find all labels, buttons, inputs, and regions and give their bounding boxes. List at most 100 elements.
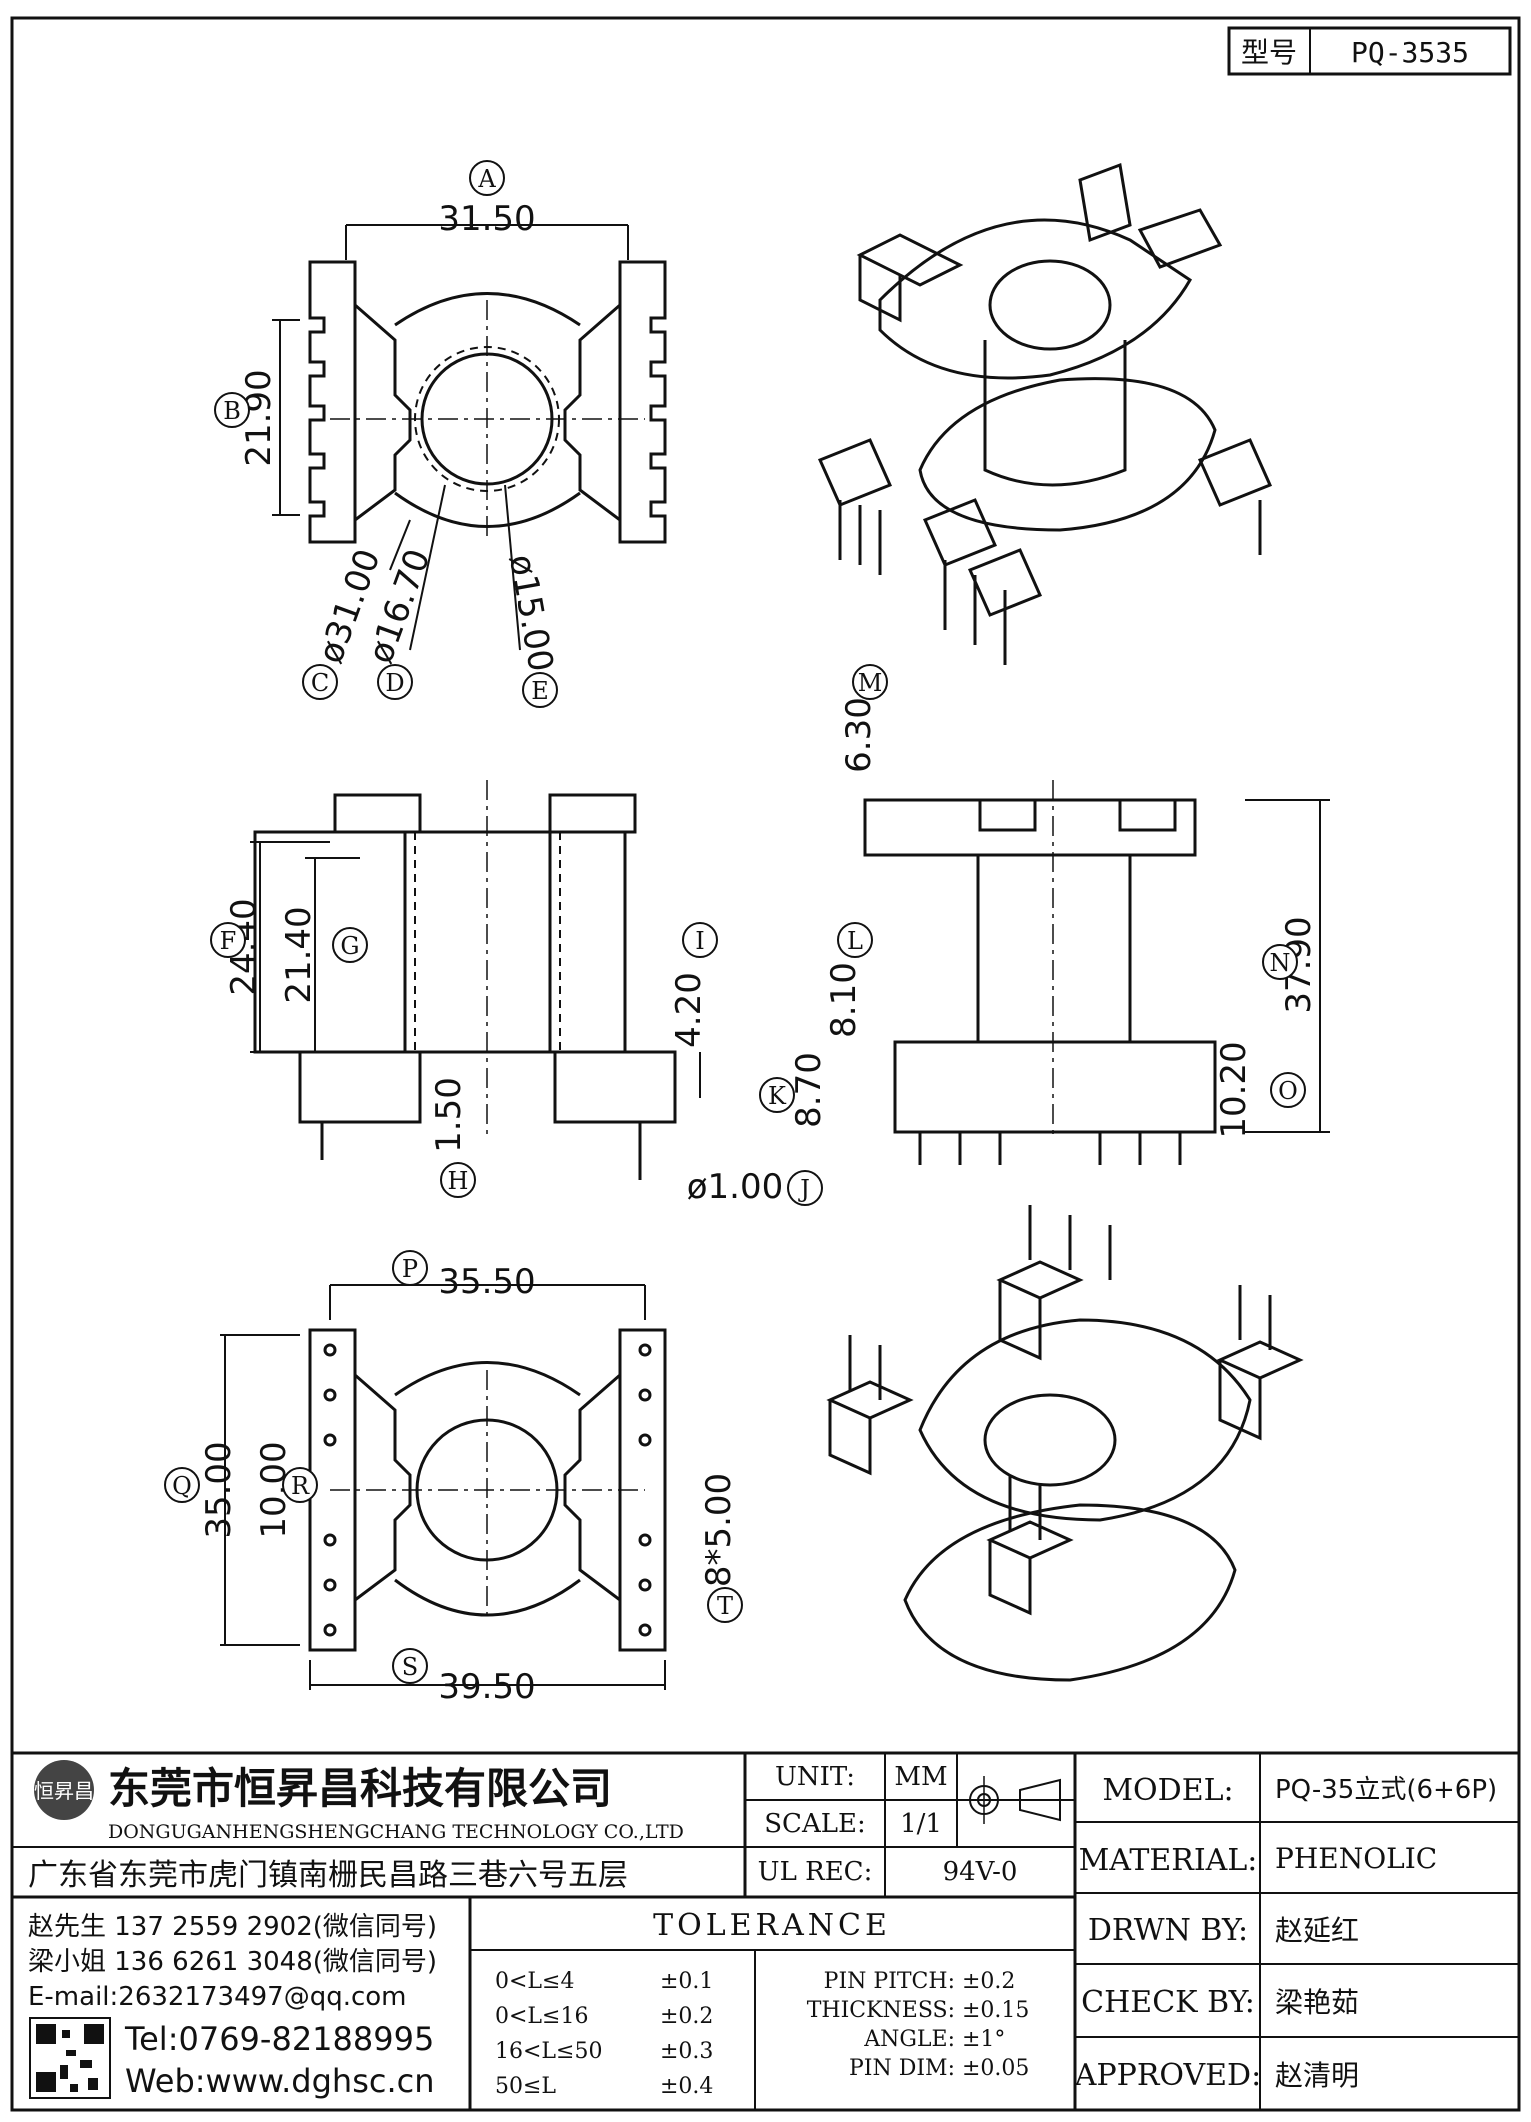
material-label: MATERIAL: — [1079, 1843, 1258, 1878]
tol-value: ±0.3 — [660, 2039, 713, 2064]
tolerance-table: 0<L≤4 ±0.1 0<L≤16 ±0.2 16<L≤50 ±0.3 50≤L… — [495, 1969, 1029, 2099]
ulrec-label: UL REC: — [758, 1857, 873, 1887]
tolerance-title: TOLERANCE — [653, 1908, 891, 1943]
callout-J: J — [787, 1170, 823, 1206]
scale-label: SCALE: — [764, 1809, 866, 1839]
callout-T: T — [707, 1587, 743, 1623]
iso-view-bottom — [826, 1205, 1304, 1682]
callout-P: P — [392, 1250, 428, 1286]
bottom-view — [220, 1284, 667, 1690]
check-value: 梁艳茹 — [1275, 1986, 1359, 2019]
email: E-mail:2632173497@qq.com — [28, 1982, 407, 2012]
callout-A: A — [469, 160, 505, 196]
callout-K: K — [759, 1077, 795, 1113]
company-name-en: DONGUGANHENGSHENGCHANG TECHNOLOGY CO.,LT… — [108, 1821, 684, 1843]
tol-extra-value: ±0.15 — [962, 1998, 1029, 2023]
svg-text:恒昇昌: 恒昇昌 — [34, 1779, 94, 1803]
tol-extra-label: THICKNESS: — [807, 1998, 955, 2023]
svg-text:A: A — [477, 165, 496, 193]
dim-I-value: 4.20 — [669, 972, 709, 1048]
svg-text:Q: Q — [172, 1472, 192, 1500]
tol-range: 50≤L — [495, 2074, 556, 2099]
callout-letters: A B C D E F G H I J K L M N O P Q R S T — [164, 160, 1306, 1684]
callout-S: S — [392, 1648, 428, 1684]
svg-text:D: D — [385, 669, 404, 697]
svg-text:M: M — [858, 669, 883, 697]
qr-code — [29, 2017, 111, 2099]
dim-M-value: 6.30 — [839, 697, 879, 773]
callout-Q: Q — [164, 1467, 200, 1503]
callout-B: B — [214, 392, 250, 428]
company-logo: 恒昇昌 — [34, 1760, 94, 1820]
contact-2: 梁小姐 136 6261 3048(微信同号) — [28, 1947, 437, 1977]
tol-extra-label: PIN PITCH: — [824, 1969, 955, 1994]
website: Web:www.dghsc.cn — [125, 2062, 435, 2100]
svg-text:K: K — [768, 1082, 787, 1110]
svg-text:S: S — [402, 1653, 418, 1681]
contact-1: 赵先生 137 2559 2902(微信同号) — [28, 1912, 437, 1942]
svg-text:B: B — [223, 397, 241, 425]
dim-J-value: ø1.00 — [687, 1167, 784, 1207]
tol-extra-label: ANGLE: — [863, 2027, 955, 2052]
svg-text:E: E — [531, 677, 549, 705]
svg-text:P: P — [402, 1255, 418, 1283]
dim-A-value: 31.50 — [438, 199, 535, 239]
dim-T-value: 8*5.00 — [699, 1473, 739, 1587]
company-name-cn: 东莞市恒昇昌科技有限公司 — [108, 1764, 612, 1813]
tol-extra-value: ±0.05 — [962, 2056, 1029, 2081]
callout-R: R — [282, 1467, 318, 1503]
tol-range: 16<L≤50 — [495, 2039, 602, 2064]
tol-extra-label: PIN DIM: — [849, 2056, 955, 2081]
callout-L: L — [837, 922, 873, 958]
dim-K-value: 8.70 — [789, 1052, 829, 1128]
info-table: MODEL: PQ-35立式(6+6P) MATERIAL: PHENOLIC … — [1074, 1773, 1497, 2093]
approved-value: 赵清明 — [1275, 2059, 1359, 2092]
ulrec-value: 94V-0 — [943, 1857, 1018, 1887]
callout-G: G — [332, 927, 368, 963]
company-address: 广东省东莞市虎门镇南栅民昌路三巷六号五层 — [28, 1858, 628, 1893]
model-value: PQ-35立式(6+6P) — [1275, 1775, 1497, 1805]
callout-I: I — [682, 922, 718, 958]
type-value: PQ-3535 — [1351, 36, 1469, 69]
tol-value: ±0.4 — [660, 2074, 713, 2099]
approved-label: APPROVED: — [1074, 2058, 1261, 2093]
title-block — [12, 1751, 1519, 2110]
drawn-label: DRWN BY: — [1088, 1913, 1248, 1948]
type-label: 型号 — [1241, 36, 1297, 69]
sheet-border — [10, 16, 1521, 2112]
callout-O: O — [1270, 1072, 1306, 1108]
svg-text:J: J — [797, 1175, 810, 1203]
front-view — [863, 780, 1330, 1165]
dim-E-value: ø15.00 — [501, 551, 561, 674]
callout-E: E — [522, 672, 558, 708]
callout-H: H — [440, 1162, 476, 1198]
svg-text:R: R — [291, 1472, 310, 1500]
dim-G-value: 21.40 — [279, 906, 319, 1003]
dim-Q-value: 35.00 — [199, 1441, 239, 1538]
svg-text:C: C — [311, 669, 329, 697]
dim-L-value: 8.10 — [824, 962, 864, 1038]
callout-M: M — [852, 664, 888, 700]
svg-text:F: F — [220, 927, 237, 955]
svg-text:N: N — [1270, 949, 1291, 977]
material-value: PHENOLIC — [1275, 1842, 1437, 1875]
svg-text:G: G — [340, 932, 359, 960]
callout-N: N — [1262, 944, 1298, 980]
tol-range: 0<L≤4 — [495, 1969, 574, 1994]
header-box: 型号 PQ-3535 — [1227, 26, 1512, 76]
dim-O-value: 10.20 — [1214, 1041, 1254, 1138]
dim-H-value: 1.50 — [429, 1077, 469, 1153]
dim-S-value: 39.50 — [438, 1667, 535, 1707]
svg-text:H: H — [448, 1167, 469, 1195]
callout-D: D — [377, 664, 413, 700]
callout-C: C — [302, 664, 338, 700]
unit-value: MM — [894, 1762, 947, 1792]
svg-text:T: T — [717, 1592, 733, 1620]
dim-P-value: 35.50 — [438, 1262, 535, 1302]
top-view — [272, 224, 667, 651]
tol-range: 0<L≤16 — [495, 2004, 588, 2029]
svg-text:O: O — [1278, 1077, 1298, 1105]
scale-value: 1/1 — [900, 1809, 942, 1839]
callout-F: F — [210, 922, 246, 958]
